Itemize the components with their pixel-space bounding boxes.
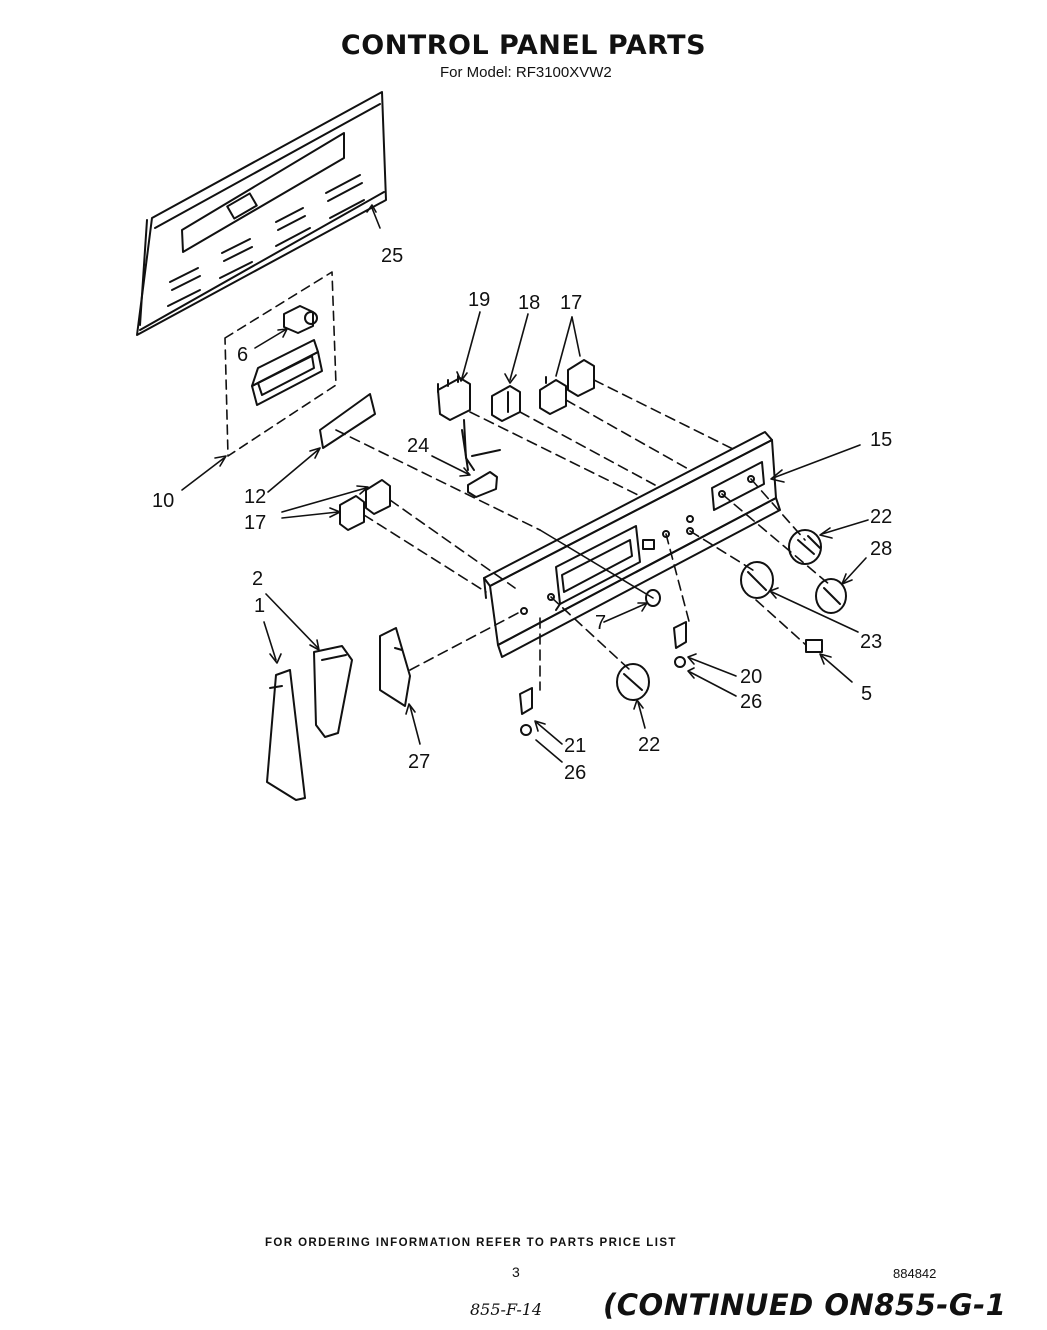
label-part-27: 27: [408, 751, 430, 773]
handwritten-reference: 855-F-14: [470, 1300, 543, 1319]
knob-part-28: [815, 578, 847, 614]
connector-part-5: [805, 639, 823, 653]
label-part-7: 7: [595, 612, 606, 634]
label-part-26-left: 26: [564, 762, 586, 784]
label-part-24: 24: [407, 435, 429, 457]
knob-part-23: [740, 561, 774, 599]
label-part-21: 21: [564, 735, 586, 757]
lens-part-12: [319, 393, 376, 449]
control-panel-part-15: [483, 431, 781, 658]
label-part-18: 18: [518, 292, 540, 314]
label-part-1: 1: [254, 595, 265, 617]
switch-part-17-front-upper: [365, 479, 391, 515]
end-cap-part-2: [313, 645, 353, 738]
label-part-12: 12: [244, 486, 266, 508]
model-subtitle: For Model: RF3100XVW2: [440, 64, 612, 81]
label-part-17-front: 17: [244, 512, 266, 534]
page-number: 3: [512, 1264, 520, 1280]
switch-part-18: [491, 385, 521, 422]
switch-part-17-front-lower: [339, 495, 365, 531]
spring-part-21: [519, 687, 533, 736]
label-part-23: 23: [860, 631, 882, 653]
switch-part-19: [437, 375, 475, 471]
knob-part-22-upper: [788, 529, 822, 565]
switch-part-17-rear-right: [567, 359, 595, 397]
page-title: CONTROL PANEL PARTS: [340, 30, 707, 61]
document-number: 884842: [893, 1266, 937, 1281]
label-part-2: 2: [252, 568, 263, 590]
indicator-lamp-part-7: [645, 589, 661, 607]
ordering-note: FOR ORDERING INFORMATION REFER TO PARTS …: [265, 1237, 677, 1249]
label-part-10: 10: [152, 490, 174, 512]
bracket-part-24: [461, 429, 501, 498]
label-part-15: 15: [870, 429, 892, 451]
clip-part-6: [283, 305, 318, 334]
rear-panel-part: [136, 91, 387, 336]
label-part-22-lower: 22: [638, 734, 660, 756]
label-part-28: 28: [870, 538, 892, 560]
trim-part-27: [379, 627, 411, 707]
label-part-22-upper: 22: [870, 506, 892, 528]
label-part-6: 6: [237, 344, 248, 366]
lamp-housing-part-10: [251, 339, 323, 406]
label-part-20: 20: [740, 666, 762, 688]
label-part-5: 5: [861, 683, 872, 705]
label-part-25: 25: [381, 245, 403, 267]
label-part-26-right: 26: [740, 691, 762, 713]
label-part-19: 19: [468, 289, 490, 311]
end-cap-part-1: [266, 669, 306, 801]
switch-part-17-rear-left: [539, 376, 567, 415]
label-part-17-rear: 17: [560, 292, 582, 314]
continued-note: (CONTINUED ON855-G-1: [603, 1288, 1007, 1322]
knob-part-22-lower: [616, 663, 650, 701]
spring-part-20: [673, 621, 687, 668]
